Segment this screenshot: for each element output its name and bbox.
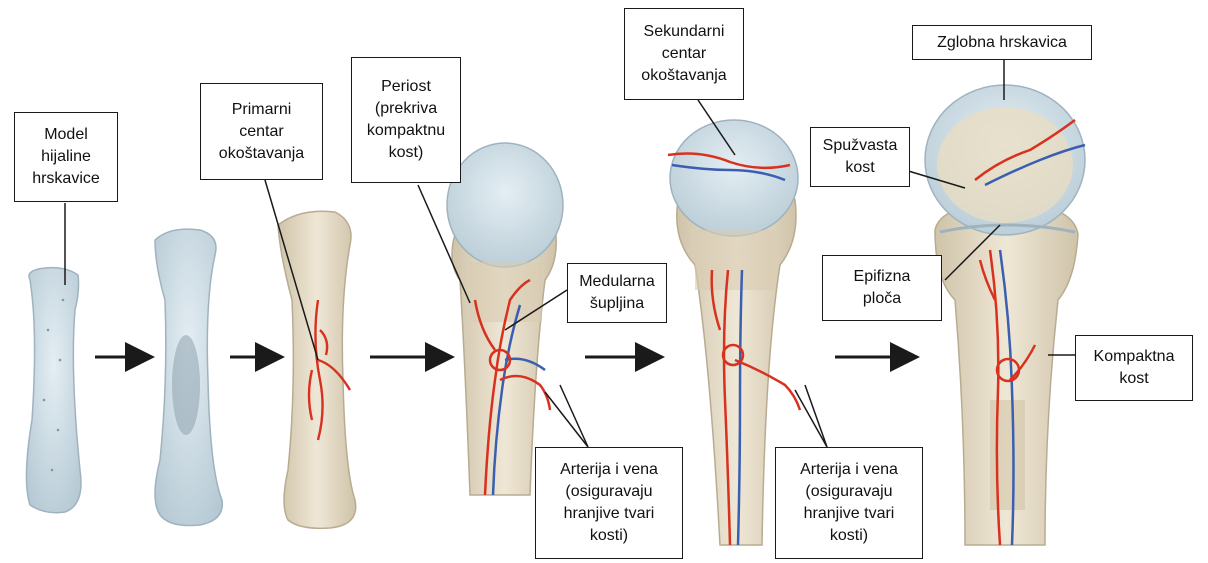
label-zglobna-hrskavica: Zglobna hrskavica — [912, 25, 1092, 60]
bone-stage6 — [925, 85, 1085, 545]
leader-arterija2-b — [805, 385, 827, 447]
bone-collar-stage3 — [278, 211, 356, 528]
label-arterija-i-vena-2: Arterija i vena (osiguravaju hranjive tv… — [775, 447, 923, 559]
label-medularna-supljina: Medularna šupljina — [567, 263, 667, 323]
label-periost: Periost (prekriva kompaktnu kost) — [351, 57, 461, 183]
calcified-zone-2 — [172, 335, 200, 435]
label-sekundarni-centar: Sekundarni centar okoštavanja — [624, 8, 744, 100]
label-spuzvasta-kost: Spužvasta kost — [810, 127, 910, 187]
leader-arterija2-a — [795, 390, 827, 447]
cartilage-model-stage1 — [26, 268, 81, 513]
label-primarni-centar: Primarni centar okoštavanja — [200, 83, 323, 180]
label-epifizna-ploca: Epifizna ploča — [822, 255, 942, 321]
label-model-hijaline-hrskavice: Model hijaline hrskavice — [14, 112, 118, 202]
label-kompaktna-kost: Kompaktna kost — [1075, 335, 1193, 401]
label-arterija-i-vena-1: Arterija i vena (osiguravaju hranjive tv… — [535, 447, 683, 559]
